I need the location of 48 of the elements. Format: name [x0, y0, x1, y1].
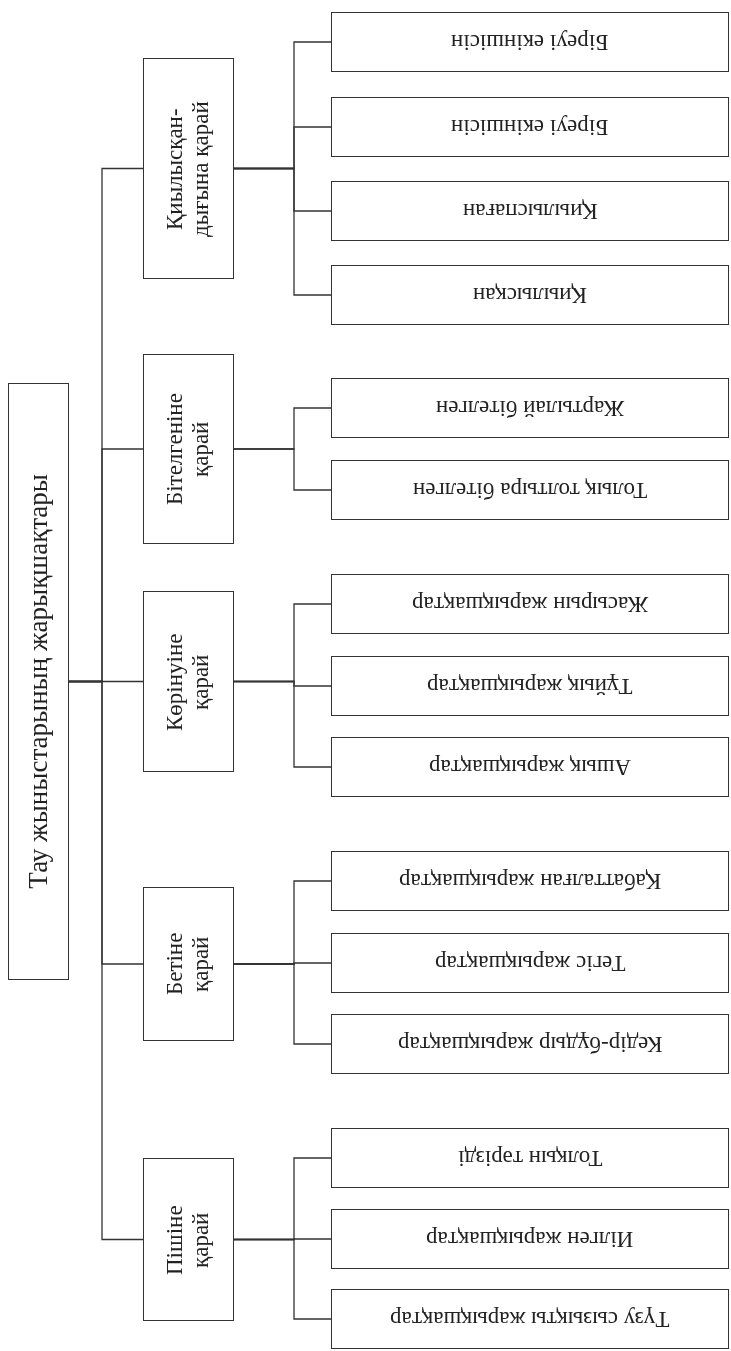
diagram-heading: Тау жыныстарының жарықшақтары — [22, 474, 54, 889]
category-label: Пішіне қарай — [162, 1203, 215, 1277]
connector-line — [233, 1238, 332, 1320]
leaf-box — [331, 1128, 729, 1188]
leaf-label: Толқын тәрізді — [457, 1145, 603, 1171]
leaf-label: Біреуі екіншісін — [451, 114, 609, 140]
connector-line — [233, 963, 332, 1045]
leaf-box — [331, 851, 729, 911]
leaf-label: Қиылыспаған — [462, 198, 598, 224]
leaf-label: Қиылысқан — [473, 282, 587, 308]
leaf-label: Түзу сызықты жарықшақтар — [390, 1306, 670, 1332]
leaf-box — [331, 1014, 729, 1074]
root-box — [8, 383, 69, 980]
leaf-label: Тегіс жарықшақтар — [434, 950, 626, 976]
category-label: Көрінуіне қарай — [162, 631, 215, 733]
leaf-label: Қабатталған жарықшақтар — [398, 868, 662, 894]
connector-line — [68, 680, 144, 1241]
leaf-box — [331, 737, 729, 797]
leaf-box — [331, 656, 729, 716]
leaf-box — [331, 181, 729, 241]
category-box — [143, 58, 234, 279]
leaf-label: Ашық жарықшақтар — [428, 754, 632, 780]
connector-line — [233, 167, 332, 296]
category-label: Қиылысқан- дығына қарай — [162, 99, 215, 239]
leaf-box — [331, 460, 729, 520]
leaf-box — [331, 1209, 729, 1269]
leaf-label: Біреуі екіншісін — [451, 29, 609, 55]
leaf-label: Толық толтыра бітелген — [412, 477, 648, 503]
leaf-label: Кедір-бұдыр жарықшақтар — [397, 1031, 663, 1057]
connector-line — [233, 448, 332, 491]
leaf-label: Жасырын жарықшақтар — [411, 591, 649, 617]
category-box — [143, 591, 234, 772]
leaf-box — [331, 378, 729, 438]
leaf-label: Жартылай бітелген — [435, 395, 625, 421]
leaf-label: Тұйық жарықшақтар — [427, 673, 633, 699]
leaf-box — [331, 1289, 729, 1349]
leaf-box — [331, 97, 729, 157]
category-label: Бітелгеніне қарай — [162, 392, 215, 507]
leaf-box — [331, 933, 729, 993]
leaf-box — [331, 265, 729, 325]
category-label: Бетіне қарай — [162, 931, 215, 998]
leaf-label: Иілген жарықшақтар — [426, 1226, 634, 1252]
category-box — [143, 354, 234, 544]
connector-line — [233, 680, 332, 768]
category-box — [143, 887, 234, 1041]
category-box — [143, 1158, 234, 1321]
leaf-box — [331, 574, 729, 634]
leaf-box — [331, 12, 729, 72]
